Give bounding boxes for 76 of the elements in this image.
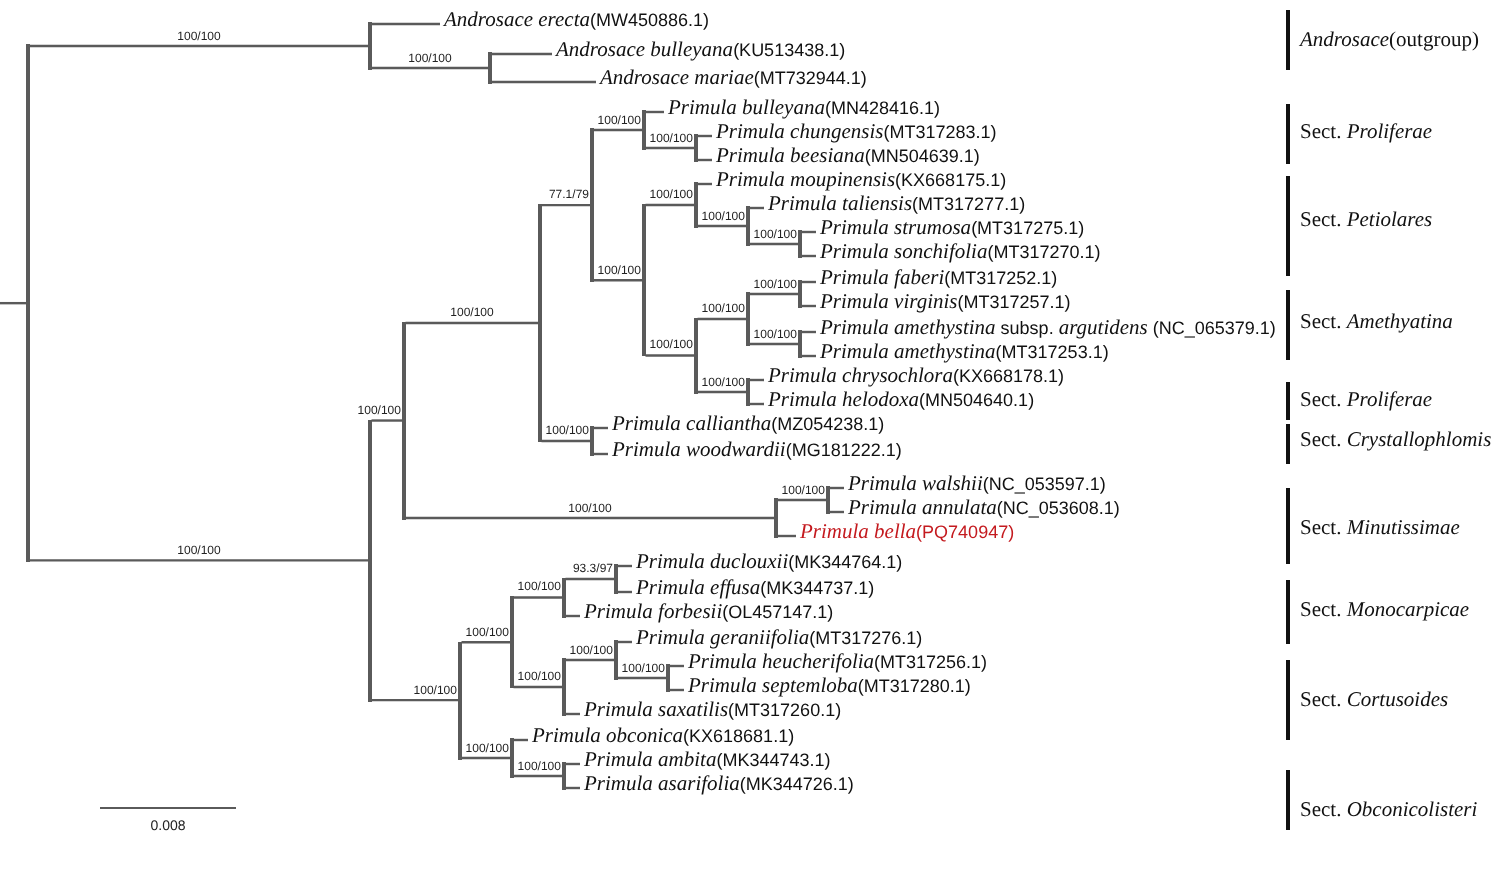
taxon-label: Primula virginis(MT317257.1)	[820, 294, 1071, 315]
taxon-label: Primula strumosa(MT317275.1)	[820, 220, 1085, 241]
taxon-label: Primula heucherifolia(MT317256.1)	[688, 654, 988, 675]
tree-branch	[371, 698, 459, 702]
tree-branch	[777, 534, 796, 538]
tree-branch	[593, 128, 643, 132]
tree-branch	[513, 774, 563, 778]
section-label: Sect. Monocarpicae	[1300, 602, 1470, 623]
tree-branch	[777, 498, 827, 502]
tree-branch	[405, 516, 775, 520]
tree-branch	[371, 22, 440, 26]
taxon-label: Primula duclouxii(MK344764.1)	[636, 554, 903, 575]
tree-branch	[29, 44, 369, 48]
section-label: Sect. Proliferae	[1300, 392, 1433, 413]
tree-branch	[541, 439, 591, 443]
tree-branch	[513, 596, 563, 599]
tree-branch	[371, 66, 489, 70]
taxon-label: Primula amethystina(MT317253.1)	[820, 344, 1109, 365]
section-label: Androsace(outgroup)	[1300, 32, 1479, 53]
taxon-label: Primula taliensis(MT317277.1)	[768, 196, 1026, 217]
tree-branch	[513, 685, 563, 689]
tree-branch	[29, 559, 369, 562]
tree-branch	[565, 577, 615, 581]
taxon-label: Primula ambita(MK344743.1)	[584, 752, 831, 773]
taxon-label: Primula annulata(NC_053608.1)	[848, 500, 1120, 521]
tree-branch	[617, 676, 667, 680]
tree-branch	[749, 242, 799, 246]
taxon-label: Primula forbesii(OL457147.1)	[584, 604, 834, 625]
taxon-label: Primula moupinensis(KX668175.1)	[716, 172, 1007, 193]
taxon-label: Primula calliantha(MZ054238.1)	[612, 416, 885, 437]
taxon-label: Primula asarifolia(MK344726.1)	[584, 776, 854, 797]
taxon-label: Primula obconica(KX618681.1)	[532, 728, 795, 749]
taxon-label: Primula saxatilis(MT317260.1)	[584, 702, 842, 723]
tree-branch	[697, 224, 747, 228]
tree-branch	[405, 321, 539, 325]
taxon-label: Primula geraniifolia(MT317276.1)	[636, 630, 923, 651]
tree-branch	[541, 203, 591, 207]
taxon-label: Primula septemloba(MT317280.1)	[688, 678, 971, 699]
tree-branch	[645, 146, 695, 150]
taxon-label: Primula effusa(MK344737.1)	[636, 580, 875, 601]
taxon-label: Primula chungensis(MT317283.1)	[716, 124, 997, 145]
taxon-label: Primula beesiana(MN504639.1)	[716, 148, 980, 169]
tree-branch	[645, 110, 664, 114]
section-label: Sect. Minutissimae	[1300, 520, 1460, 541]
tree-branch	[461, 756, 511, 760]
tree-branch	[645, 203, 695, 207]
section-label: Sect. Proliferae	[1300, 124, 1433, 145]
section-label: Sect. Crystallophlomis	[1300, 432, 1492, 453]
section-label: Sect. Amethyatina	[1300, 314, 1453, 335]
taxon-label: Androsace bulleyana(KU513438.1)	[556, 42, 846, 63]
section-label: Sect. Obconicolisteri	[1300, 802, 1478, 823]
tree-branch	[371, 419, 403, 422]
taxon-label: Primula faberi(MT317252.1)	[820, 270, 1058, 291]
taxon-label: Primula walshii(NC_053597.1)	[848, 476, 1106, 497]
tree-branch	[645, 354, 695, 357]
tree-branch	[749, 342, 799, 346]
root-branch	[0, 301, 27, 305]
taxon-label: Androsace erecta(MW450886.1)	[444, 12, 710, 33]
section-label: Sect. Cortusoides	[1300, 692, 1449, 713]
tree-branch	[593, 279, 643, 282]
taxon-label: Primula sonchifolia(MT317270.1)	[820, 244, 1101, 265]
taxon-label: Primula chrysochlora(KX668178.1)	[768, 368, 1064, 389]
taxon-label: Primula helodoxa(MN504640.1)	[768, 392, 1035, 413]
taxon-label: Primula amethystina subsp. argutidens (NC_065379.1)	[820, 320, 1276, 341]
tree-branch	[491, 80, 596, 84]
tree-branch	[697, 390, 747, 394]
taxon-label: Primula woodwardii(MG181222.1)	[612, 442, 902, 463]
tree-branch	[461, 641, 511, 644]
taxon-label: Primula bella(PQ740947)	[800, 524, 1015, 545]
tree-branch	[491, 52, 552, 56]
tree-branch	[697, 317, 747, 321]
tree-branch	[749, 292, 799, 296]
section-label: Sect. Petiolares	[1300, 212, 1433, 233]
taxon-label: Primula bulleyana(MN428416.1)	[668, 100, 940, 121]
taxon-label: Androsace mariae(MT732944.1)	[600, 70, 867, 91]
tree-branch	[565, 658, 615, 662]
